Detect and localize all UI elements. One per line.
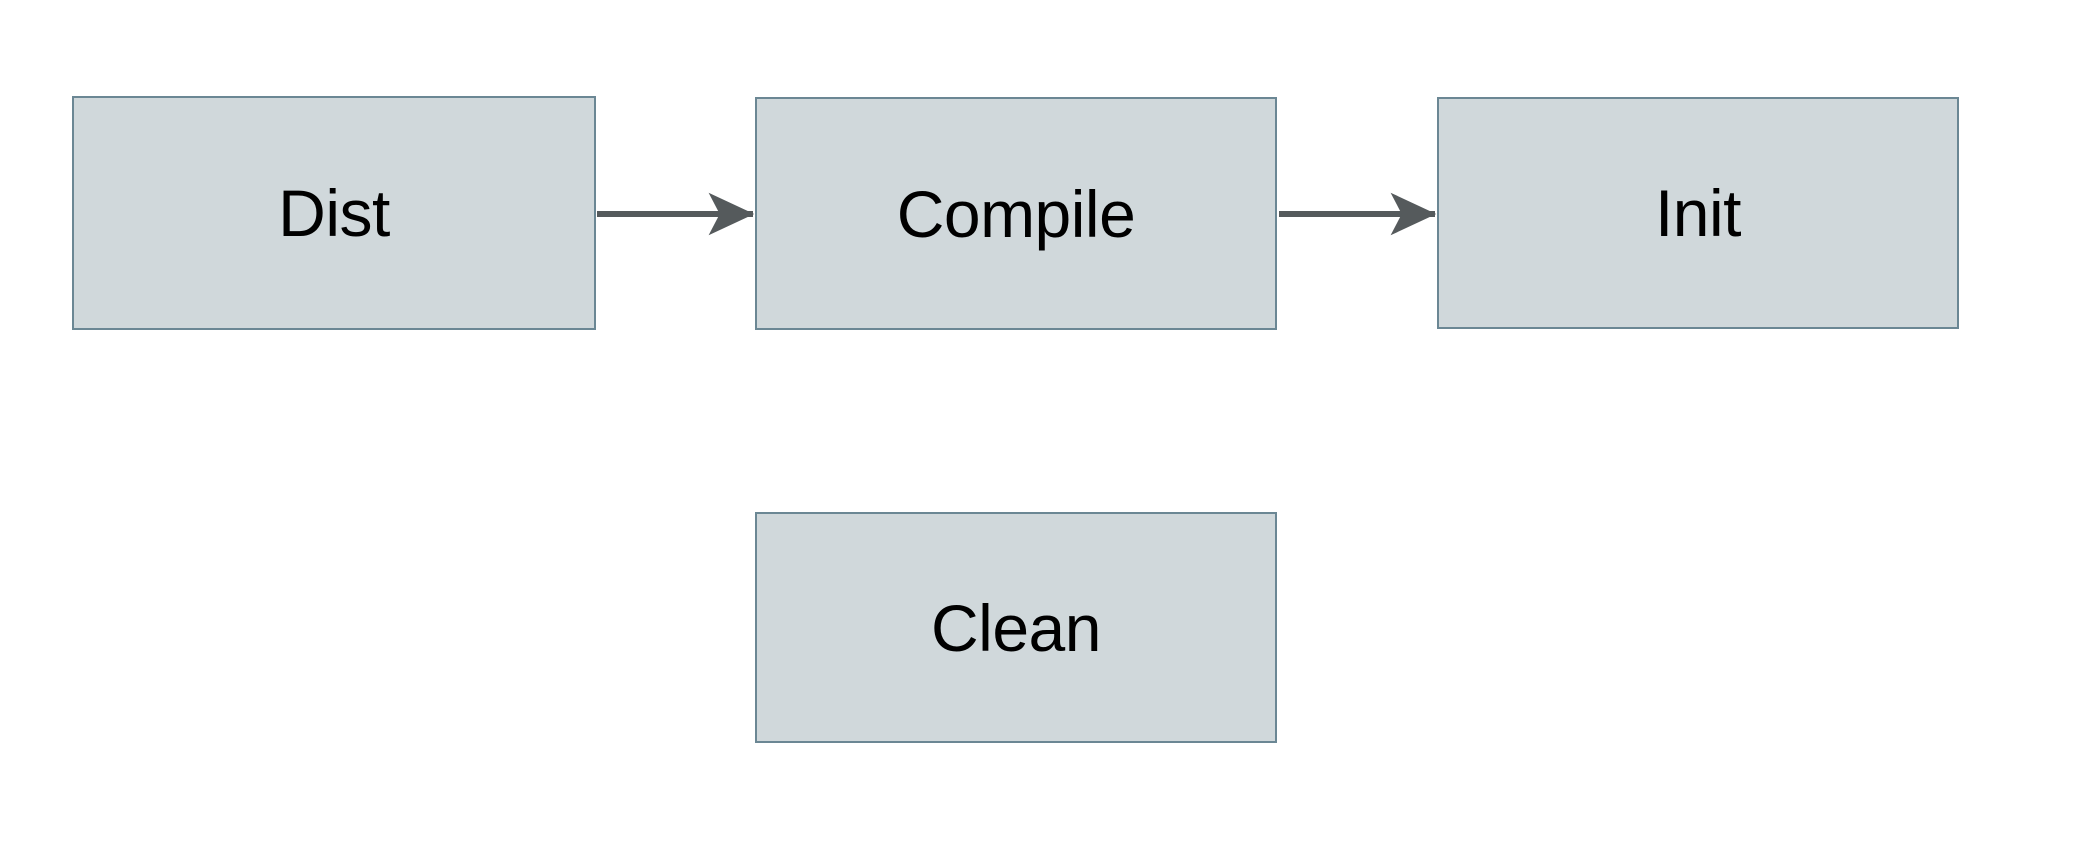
node-clean-label: Clean — [931, 590, 1101, 665]
node-clean[interactable]: Clean — [755, 512, 1277, 743]
node-init-label: Init — [1654, 176, 1742, 250]
node-compile[interactable]: Compile — [755, 97, 1277, 330]
node-dist[interactable]: Dist — [72, 96, 596, 330]
node-init[interactable]: Init — [1437, 97, 1959, 329]
node-compile-label: Compile — [896, 176, 1136, 251]
node-dist-label: Dist — [278, 176, 390, 250]
